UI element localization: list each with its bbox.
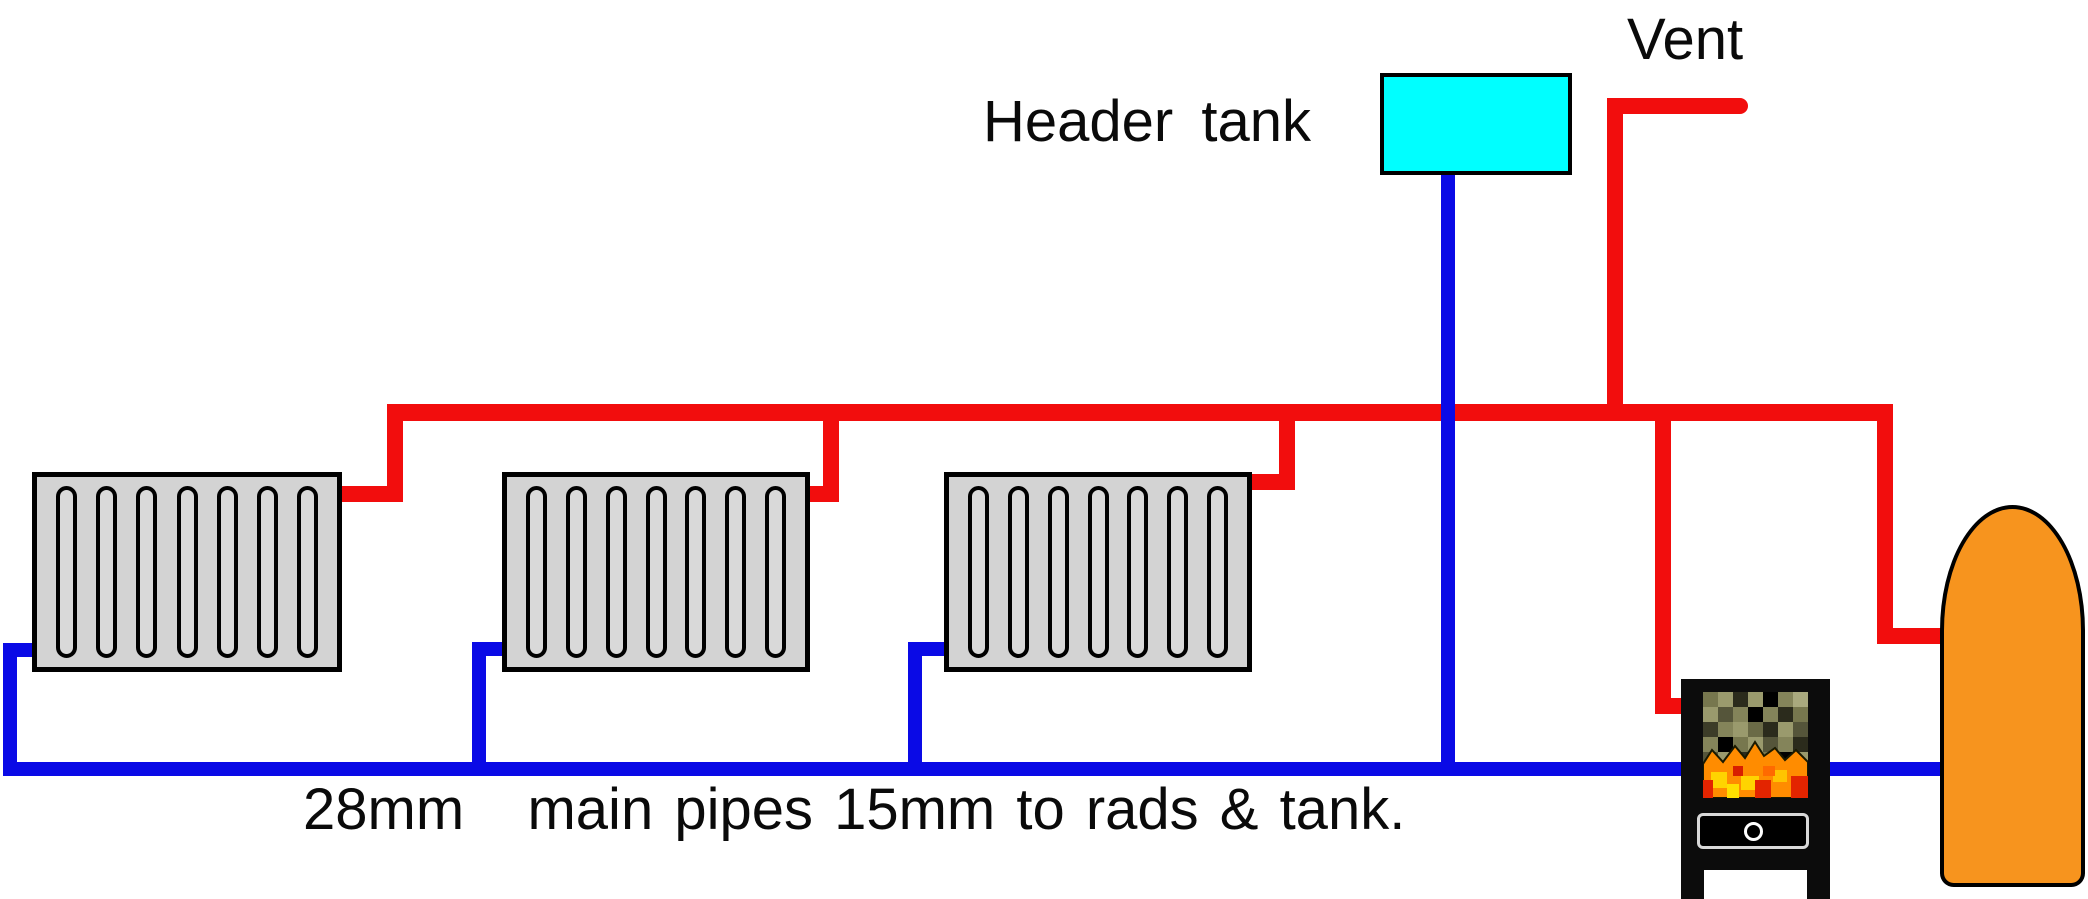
vent-pipe-vertical (1607, 98, 1623, 421)
radiator-fin (765, 486, 787, 658)
return-main-pipe (3, 762, 1944, 776)
radiator-1-fins (37, 477, 337, 667)
return-drop-radiator-2 (472, 642, 486, 776)
radiator-fin (525, 486, 547, 658)
radiator-fin (136, 486, 158, 658)
radiator-fin (256, 486, 278, 658)
radiator-fin (1127, 486, 1149, 658)
flow-branch-radiator-1 (340, 486, 403, 502)
flow-riser-radiator-3 (1279, 420, 1295, 490)
return-drop-radiator-1 (3, 643, 17, 776)
return-branch-radiator-2 (472, 642, 506, 656)
radiator-2-fins (507, 477, 805, 667)
vent-pipe-horizontal (1607, 98, 1748, 114)
flow-branch-radiator-2 (810, 486, 839, 502)
radiator-fin (1207, 486, 1229, 658)
radiator-2 (502, 472, 810, 672)
radiator-fin (645, 486, 667, 658)
cylinder-flow-riser (1877, 404, 1893, 644)
radiator-fin (1007, 486, 1029, 658)
flow-riser-radiator-1 (387, 404, 403, 502)
vent-label: Vent (1627, 7, 1744, 72)
radiator-fin (1087, 486, 1109, 658)
radiator-1 (32, 472, 342, 672)
radiator-fin (1047, 486, 1069, 658)
radiator-3 (944, 472, 1252, 672)
radiator-fin (56, 486, 78, 658)
radiator-fin (96, 486, 118, 658)
stove-door-handle-icon (1743, 821, 1763, 841)
radiator-fin (685, 486, 707, 658)
return-branch-radiator-1 (3, 643, 35, 657)
cylinder-flow-branch (1877, 628, 1945, 644)
radiator-fin (1167, 486, 1189, 658)
stove-flow-riser (1655, 420, 1671, 714)
header-tank-label: Header tank (983, 89, 1311, 154)
flow-main-pipe (387, 404, 1893, 421)
radiator-fin (216, 486, 238, 658)
stove-leg-left (1681, 870, 1704, 899)
radiator-fin (296, 486, 318, 658)
radiator-fin (605, 486, 627, 658)
header-tank-feed-pipe (1441, 175, 1455, 776)
return-drop-radiator-3 (908, 642, 922, 776)
pipe-size-caption: 28mm main pipes 15mm to rads & tank. (303, 777, 1406, 842)
radiator-fin (565, 486, 587, 658)
flow-branch-radiator-3 (1252, 474, 1295, 490)
stove-fire-window (1703, 692, 1808, 798)
radiator-fin (967, 486, 989, 658)
stove-door (1697, 813, 1809, 849)
radiator-fin (176, 486, 198, 658)
stove-leg-right (1807, 870, 1830, 899)
flow-riser-radiator-2 (823, 420, 839, 502)
stove-flow-branch (1655, 698, 1685, 714)
radiator-fin (725, 486, 747, 658)
header-tank (1380, 73, 1572, 175)
stove-body (1681, 679, 1830, 870)
stove (1681, 679, 1830, 899)
return-branch-radiator-3 (908, 642, 948, 656)
hot-water-cylinder (1940, 505, 2085, 887)
radiator-3-fins (949, 477, 1247, 667)
